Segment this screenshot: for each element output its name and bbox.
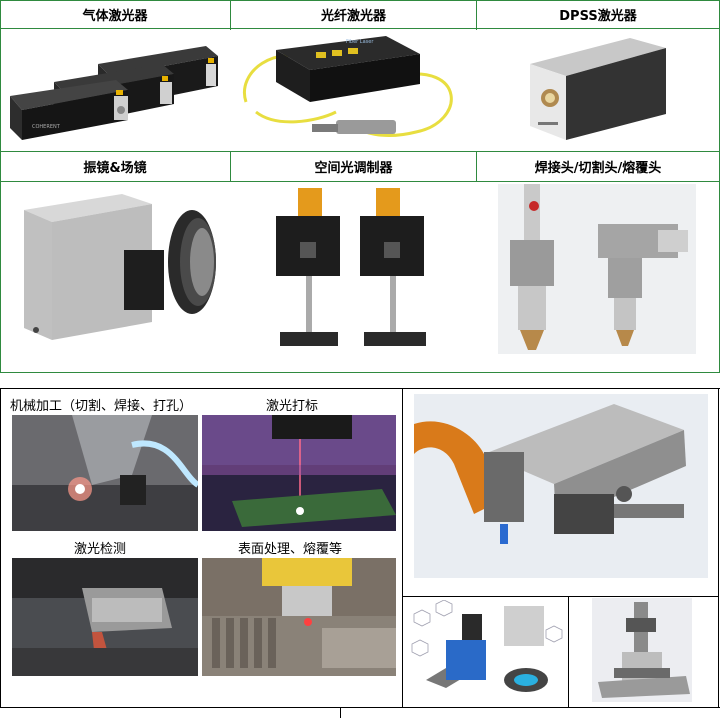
header-fiber-laser: 光纤激光器 bbox=[320, 8, 386, 24]
grid-col-divider-3 bbox=[230, 151, 231, 182]
bottom-bottom-border bbox=[0, 707, 720, 708]
grid-row2-header-line bbox=[0, 181, 720, 182]
cutting-head-left bbox=[510, 184, 554, 350]
small-machine-illustration bbox=[592, 598, 692, 702]
grid-col-divider-4 bbox=[476, 151, 477, 182]
header-slm: 空间光调制器 bbox=[314, 161, 393, 176]
bottom-top-border bbox=[0, 388, 720, 389]
bottom-right-border bbox=[718, 388, 719, 708]
grid-row-divider bbox=[0, 151, 720, 152]
fiber-laser-image: Fiber Laser bbox=[236, 32, 470, 148]
label-surface-treatment: 表面处理、熔覆等 bbox=[238, 542, 343, 557]
grid-row1-header-line bbox=[0, 28, 720, 29]
surface-treatment-photo bbox=[202, 558, 396, 676]
header-gas-laser: 气体激光器 bbox=[82, 8, 148, 24]
slm-unit-right bbox=[360, 188, 426, 346]
laser-marking-photo bbox=[202, 415, 396, 531]
bottom-vertical-divider bbox=[402, 388, 403, 708]
gear-teeth bbox=[212, 618, 276, 668]
gas-laser-unit-front: COHERENT bbox=[10, 80, 128, 140]
svg-text:COHERENT: COHERENT bbox=[32, 124, 61, 130]
label-machining: 机械加工（切割、焊接、打孔） bbox=[10, 399, 193, 414]
label-laser-inspection: 激光检测 bbox=[74, 542, 127, 557]
grid-col-divider-1 bbox=[230, 0, 231, 30]
grid-col-divider-2 bbox=[476, 0, 477, 30]
slm-image bbox=[268, 186, 440, 352]
svg-text:Fiber Laser: Fiber Laser bbox=[346, 39, 374, 45]
header-galvo-lens: 振镜&场镜 bbox=[83, 161, 147, 176]
machining-photo bbox=[12, 415, 198, 531]
dpss-laser-image bbox=[520, 34, 670, 146]
header-heads: 焊接头/切割头/熔覆头 bbox=[534, 161, 662, 176]
footer-tick bbox=[340, 708, 341, 718]
label-laser-marking: 激光打标 bbox=[266, 399, 319, 414]
grid-top-border bbox=[0, 0, 720, 1]
laser-heads-image bbox=[498, 184, 696, 354]
robot-system-illustration bbox=[414, 394, 708, 578]
gas-laser-image: COHERENT bbox=[6, 34, 222, 144]
welding-head-right bbox=[598, 224, 688, 346]
laser-inspection-photo bbox=[12, 558, 198, 676]
galvo-lens-image bbox=[22, 190, 220, 348]
slm-unit-left bbox=[276, 188, 340, 346]
grid-bottom-border bbox=[0, 372, 720, 373]
bottom-left-border bbox=[0, 388, 1, 708]
header-dpss-laser: DPSS激光器 bbox=[559, 8, 637, 24]
bottom-right-horizontal-divider bbox=[402, 596, 719, 597]
grid-left-border bbox=[0, 0, 1, 373]
bottom-right-small-divider bbox=[568, 596, 569, 708]
optical-module-schematic bbox=[406, 600, 566, 706]
